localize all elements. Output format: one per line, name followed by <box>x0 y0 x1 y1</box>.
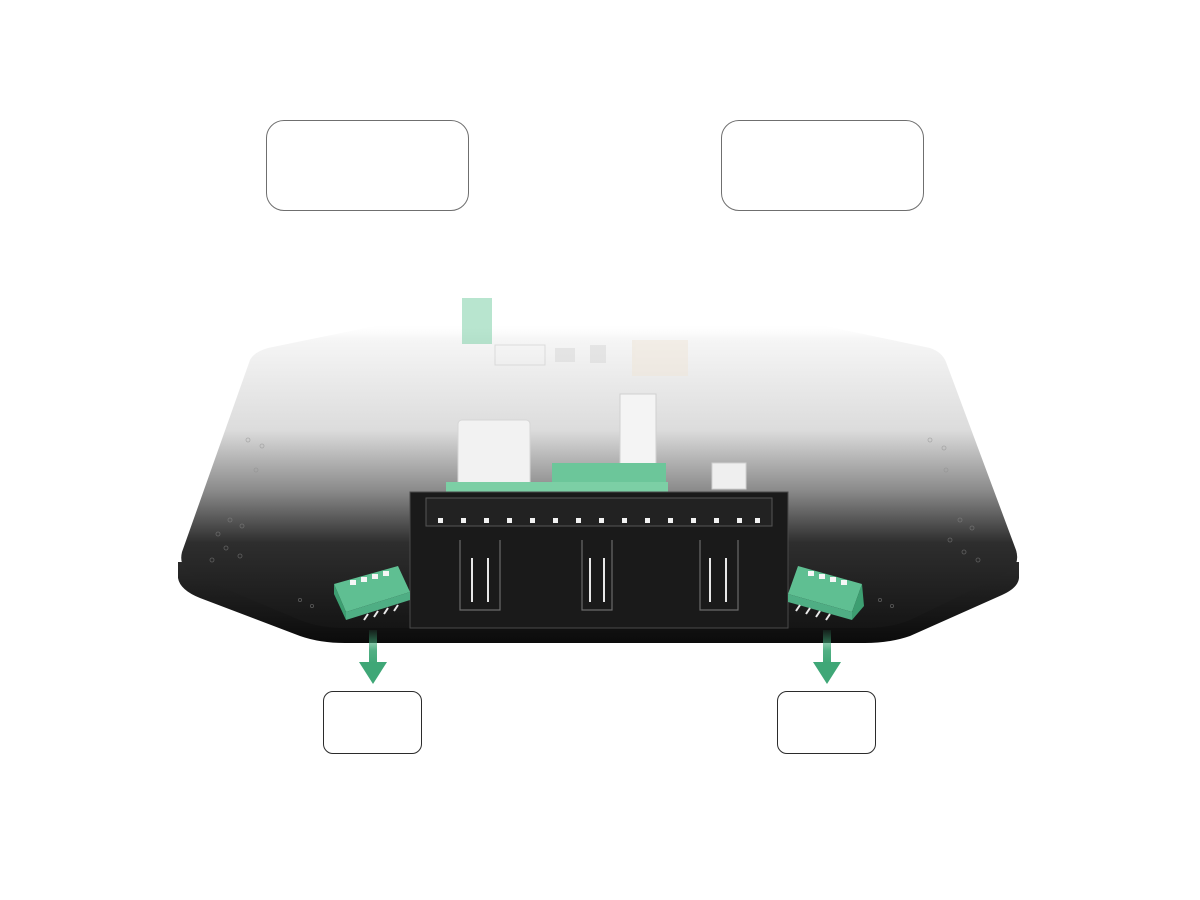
down-arrow-left <box>359 630 387 684</box>
right-terminal-connector <box>788 566 864 621</box>
callout-box-top-left <box>266 120 469 211</box>
down-arrow-right <box>813 630 841 684</box>
main-connector-block <box>409 491 789 629</box>
callout-box-bottom-right <box>777 691 876 754</box>
left-terminal-connector <box>334 566 410 621</box>
board-holes <box>209 437 981 609</box>
callout-box-top-right <box>721 120 924 211</box>
callout-box-bottom-left <box>323 691 422 754</box>
upper-components <box>462 298 688 376</box>
center-components <box>446 393 747 492</box>
